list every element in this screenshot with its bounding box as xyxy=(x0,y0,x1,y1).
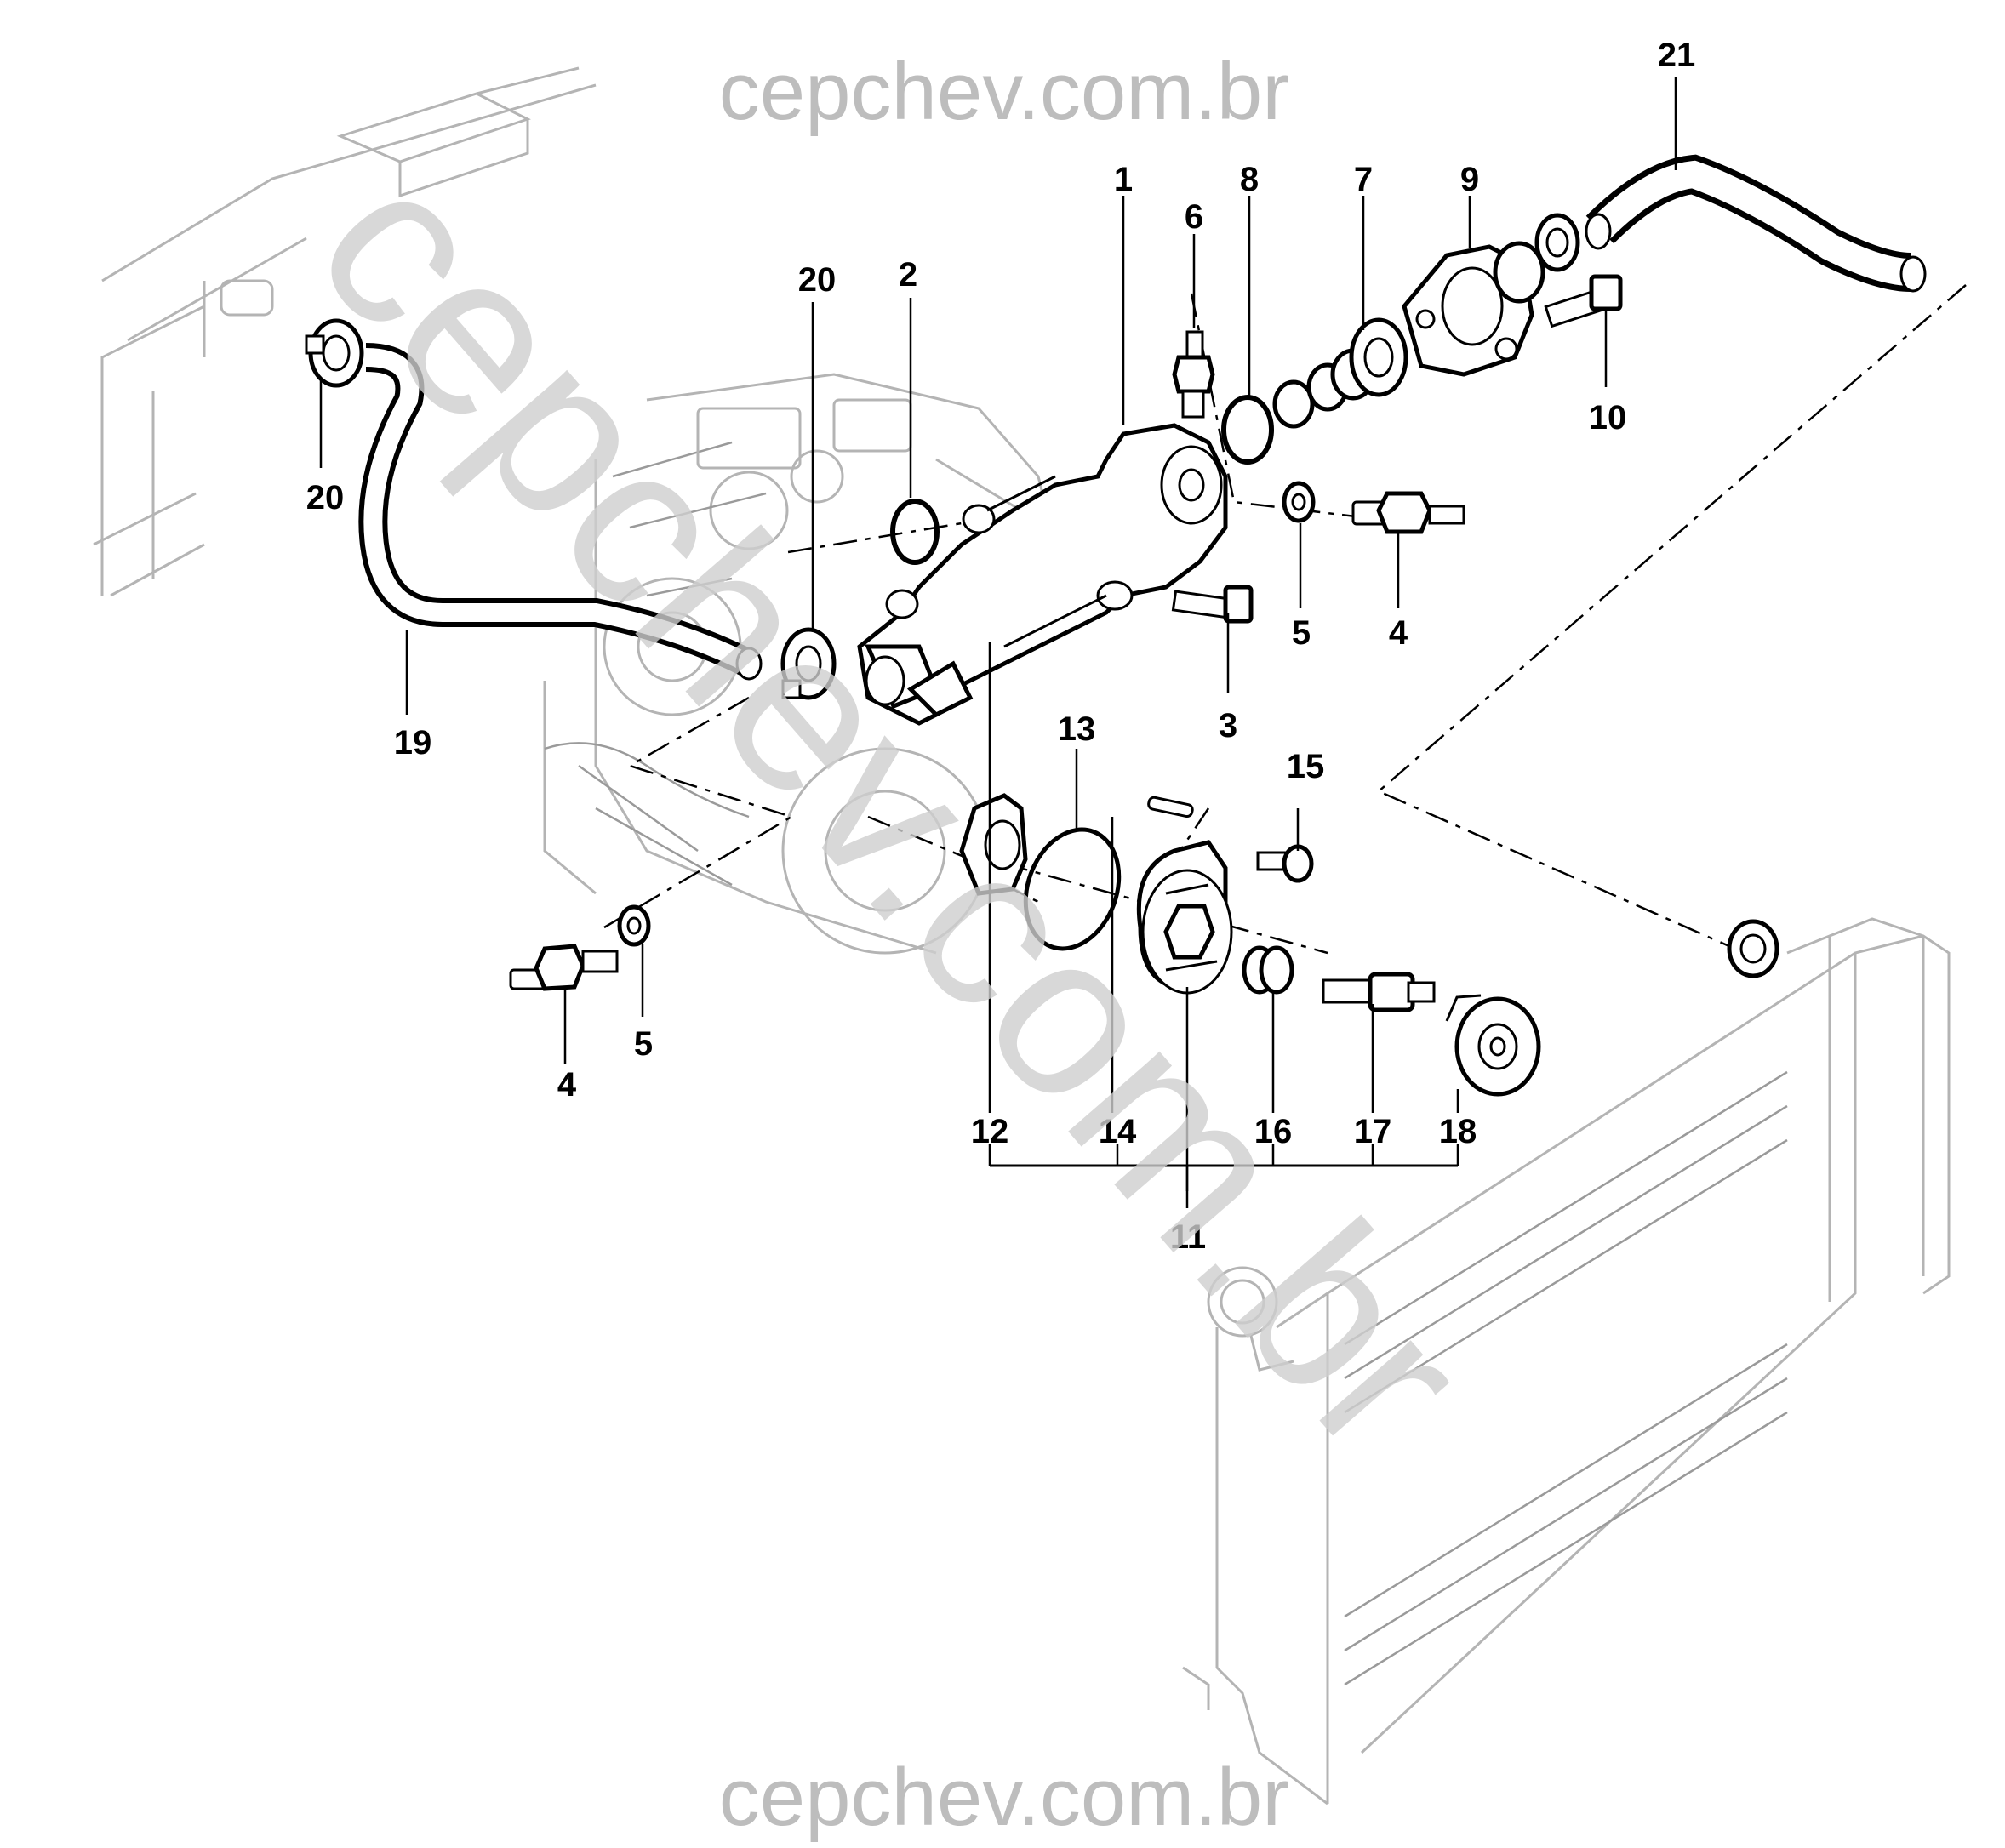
callout-4-upper: 4 xyxy=(1389,614,1408,652)
impeller-11 xyxy=(1136,840,1233,995)
watermark-diagonal: cepchev.com.br xyxy=(268,120,1515,1499)
callout-labels: 1 2 3 4 4 5 5 6 7 8 9 10 11 12 13 14 15 … xyxy=(306,37,1696,1256)
pump-housing-1 xyxy=(857,423,1228,726)
watermark-bottom: cepchev.com.br xyxy=(719,1752,1290,1843)
callout-5-upper: 5 xyxy=(1292,614,1311,652)
callout-7: 7 xyxy=(1354,161,1373,198)
seal-16 xyxy=(1242,945,1294,995)
callout-21: 21 xyxy=(1658,37,1696,74)
callout-5-lower: 5 xyxy=(634,1025,653,1063)
callout-20-lower: 20 xyxy=(306,479,345,516)
callout-6: 6 xyxy=(1185,198,1203,236)
leader-lines xyxy=(319,77,1677,1208)
o-ring-13 xyxy=(1023,827,1122,951)
shaft-17 xyxy=(1322,972,1436,1012)
callout-14: 14 xyxy=(1099,1113,1137,1150)
o-ring-2 xyxy=(890,499,940,565)
clamp-20-upper xyxy=(305,318,364,388)
clamp-21 xyxy=(1534,213,1580,272)
body-panel-ghost xyxy=(93,66,597,597)
pin-14 xyxy=(1147,796,1194,818)
callout-4-lower: 4 xyxy=(557,1066,577,1104)
clamp-radiator xyxy=(1727,919,1779,978)
washer-5-lower xyxy=(617,904,651,947)
washer-5-upper xyxy=(1282,481,1316,523)
thermostat-7 xyxy=(1272,317,1408,429)
bearing-12 xyxy=(959,793,1028,896)
callout-8: 8 xyxy=(1240,161,1259,198)
hose-21 xyxy=(1585,154,1927,293)
callout-17: 17 xyxy=(1354,1113,1392,1150)
screw-15 xyxy=(1256,844,1314,883)
callout-1: 1 xyxy=(1114,161,1133,198)
callout-19: 19 xyxy=(394,724,432,761)
ring-8 xyxy=(1221,395,1274,465)
sensor-4-upper xyxy=(1351,491,1465,534)
callout-2: 2 xyxy=(899,256,917,294)
callout-16: 16 xyxy=(1254,1113,1293,1150)
callout-18: 18 xyxy=(1439,1113,1477,1150)
radiator-ghost xyxy=(1182,917,1951,1805)
sensor-4-lower xyxy=(509,944,619,991)
bolt-3 xyxy=(1171,585,1254,624)
callout-11: 11 xyxy=(1170,1218,1206,1256)
sender-6 xyxy=(1172,330,1215,419)
callout-13: 13 xyxy=(1058,710,1096,748)
watermark-top: cepchev.com.br xyxy=(719,46,1290,137)
callout-9: 9 xyxy=(1460,161,1479,198)
clamp-20-lower xyxy=(780,627,837,700)
callout-10: 10 xyxy=(1589,399,1627,436)
callout-3: 3 xyxy=(1219,707,1237,744)
callout-20-upper: 20 xyxy=(798,261,837,299)
bolt-10 xyxy=(1544,274,1623,328)
pulley-18 xyxy=(1445,994,1541,1097)
hose-19 xyxy=(358,343,763,681)
cover-9 xyxy=(1402,241,1545,377)
callout-15: 15 xyxy=(1287,748,1325,785)
callout-12: 12 xyxy=(971,1113,1009,1150)
